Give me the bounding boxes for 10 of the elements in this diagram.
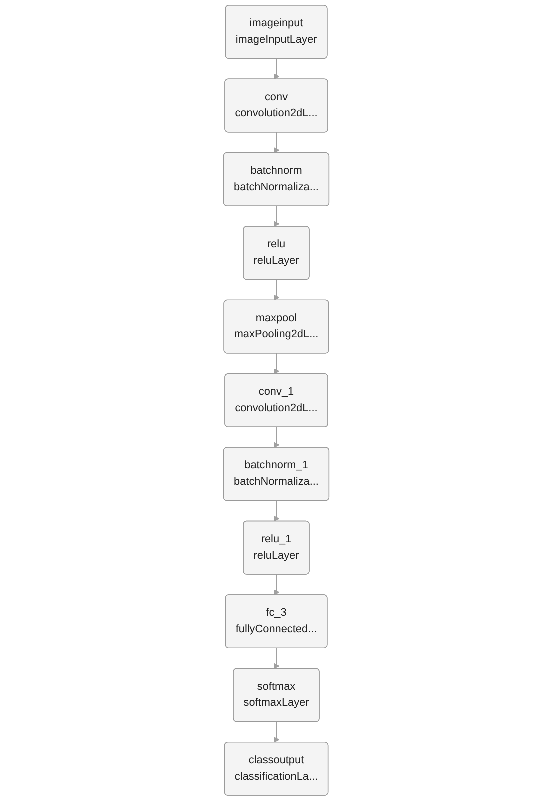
arrow [274,280,280,301]
arrow [274,574,280,596]
arrow [274,353,280,374]
arrow [274,500,280,522]
arrow [274,132,280,154]
arrow [274,206,280,228]
arrow [274,648,280,670]
arrow [274,722,280,743]
arrow [274,426,280,448]
arrow [274,58,280,80]
